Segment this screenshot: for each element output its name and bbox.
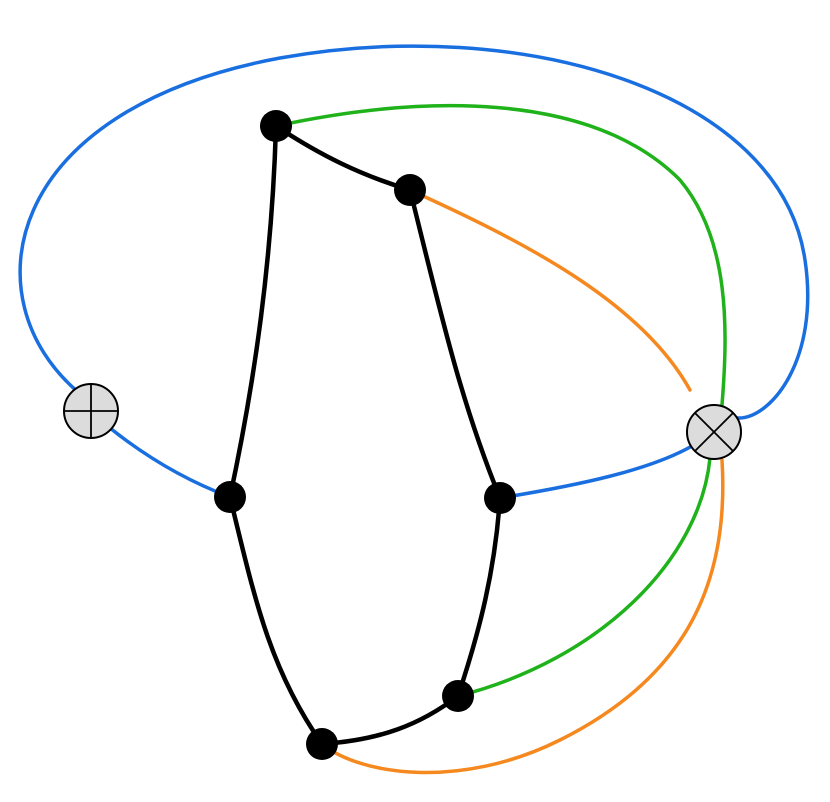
orange-bottom-arc: [320, 458, 725, 775]
edge-n4-n5: [455, 495, 503, 699]
green-bottom-arc: [456, 456, 712, 698]
cross-terminal: [686, 404, 742, 460]
nodes: [214, 110, 516, 760]
node-bottom-right: [442, 680, 474, 712]
blue-left-link: [108, 426, 232, 499]
colored-edges: [18, 44, 810, 775]
orange-top-arc: [408, 188, 692, 392]
edge-n1-n3: [227, 123, 279, 500]
node-bottom-left: [306, 728, 338, 760]
edge-n1-n2: [273, 123, 413, 193]
edge-n2-n4: [407, 187, 503, 501]
edge-n3-n6: [227, 494, 325, 747]
node-top-right: [394, 174, 426, 206]
structure-edges: [227, 123, 503, 747]
green-top-arc: [274, 103, 727, 407]
blue-outer-loop: [18, 44, 810, 420]
edge-n6-n5: [319, 693, 461, 747]
node-top-left: [260, 110, 292, 142]
plus-terminal: [63, 383, 119, 439]
blue-right-link: [498, 444, 694, 500]
node-middle-right: [484, 482, 516, 514]
node-middle-left: [214, 481, 246, 513]
cross-stroke-b: [694, 412, 734, 452]
